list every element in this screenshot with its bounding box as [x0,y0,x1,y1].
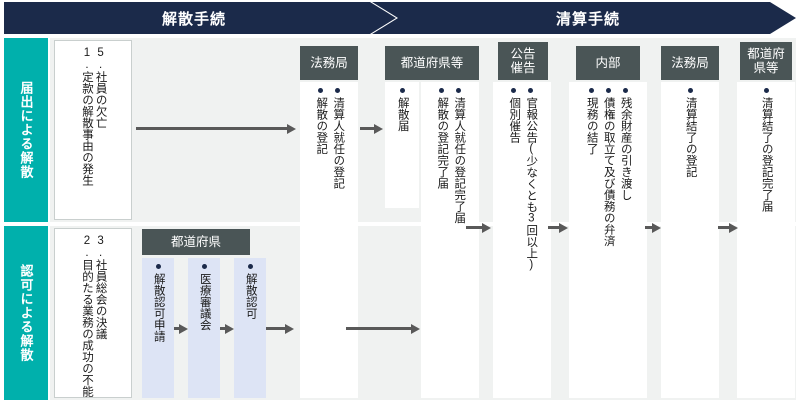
side-label-notification-dissolution-text: 届出による解散 [18,81,34,179]
agency-item-label: 解散届 [396,97,409,132]
agency-header-prefecture-etc-2-line1: 都道府 [747,47,785,61]
step-box-dissolution-approval[interactable]: 解散認可 [234,258,266,398]
agency-header-public-notice: 公告 催告 [498,42,548,80]
origin-cause-text: 2.目的たる業務の成功の不能 [81,235,93,397]
agency-header-legal-affairs-bureau-2: 法務局 [661,46,719,80]
arrow-legal-affairs-2-to-prefecture-2 [718,222,738,233]
origin-box-approval-causes: 3.社員総会の決議 2.目的たる業務の成功の不能 [54,228,132,398]
agency-column-legal-affairs-bureau-2[interactable]: 清算結了の登記 [661,82,719,398]
arrow-internal-to-legal-affairs-2 [645,222,661,233]
origin-cause-text: 1.定款の解散事由の発生 [81,47,93,186]
agency-column-legal-affairs-bureau-1[interactable]: 清算人就任の登記 解散の登記 [300,82,358,398]
bullet-icon [318,88,323,93]
side-label-approval-dissolution-text: 認可による解散 [18,264,34,362]
origin-box-notification-causes: 5.社員の欠亡 1.定款の解散事由の発生 [54,40,132,220]
agency-column-public-notice[interactable]: 官報公告(少なくとも3回以上) 個別催告 [493,82,551,398]
bullet-icon [335,88,340,93]
bullet-icon [456,88,461,93]
bullet-icon [201,264,207,269]
origin-cause-text: 3.社員総会の決議 [94,235,107,340]
agency-column-internal[interactable]: 残余財産の引き渡し 債権の取立て及び債務の弁済 現務の結了 [569,82,647,398]
agency-item-label: 清算結了の登記完了届 [760,97,773,212]
agency-column-prefecture-etc-1-b[interactable]: 清算人就任の登記完了届 解散の登記完了届 [421,82,479,398]
bullet-icon [247,264,253,269]
agency-header-prefecture-etc-2: 都道府 県等 [740,42,792,80]
agency-header-internal: 内部 [576,46,640,80]
phase-banner-liquidation: 清算手続 [372,2,796,34]
step-box-dissolution-approval-application[interactable]: 解散認可申請 [142,258,174,398]
arrow-origin-to-legal-affairs-1 [136,123,296,134]
bullet-icon [622,88,628,93]
agency-item-label: 債権の取立て及び債務の弁済 [602,97,615,247]
agency-item-label: 現務の結了 [585,97,598,155]
phase-banner-liquidation-label: 清算手続 [555,10,620,28]
bullet-icon [439,88,444,93]
agency-header-prefecture-etc-1-label: 都道府県等 [400,56,464,70]
bullet-icon [399,88,405,93]
agency-header-public-notice-line2: 催告 [510,61,536,75]
agency-item-label: 清算人就任の登記完了届 [453,97,466,224]
agency-header-prefecture: 都道府県 [142,229,250,255]
arrow-public-notice-to-internal [548,222,568,233]
bullet-icon [528,88,533,93]
phase-banner-dissolution-label: 解散手続 [161,10,226,28]
agency-header-legal-affairs-bureau-1: 法務局 [300,46,358,80]
phase-banner-dissolution: 解散手続 [4,2,396,34]
side-label-approval-dissolution: 認可による解散 [4,226,48,400]
bullet-icon [687,88,693,93]
agency-column-prefecture-etc-2[interactable]: 清算結了の登記完了届 [737,82,795,398]
bullet-icon [605,88,611,93]
agency-header-internal-label: 内部 [595,56,621,70]
agency-header-legal-affairs-bureau-1-label: 法務局 [310,56,348,70]
agency-header-prefecture-label: 都道府県 [170,235,221,249]
agency-column-prefecture-etc-1-a[interactable]: 解散届 [385,82,419,208]
bullet-icon [588,88,594,93]
arrow-application-to-council [174,323,188,334]
origin-cause-text: 5.社員の欠亡 [94,47,107,129]
agency-header-prefecture-etc-2-line2: 県等 [753,61,779,75]
agency-item-label: 解散の登記完了届 [436,97,449,189]
arrow-approval-to-legal-affairs-1 [266,323,294,334]
step-label: 解散認可 [244,273,257,319]
agency-item-label: 官報公告(少なくとも3回以上) [525,97,538,271]
agency-item-label: 清算結了の登記 [684,97,697,178]
arrow-council-to-approval [220,323,234,334]
agency-item-label: 解散の登記 [315,97,328,155]
bullet-icon [763,88,769,93]
arrow-legal-affairs-1-to-prefecture-1-lower [346,323,420,334]
agency-header-legal-affairs-bureau-2-label: 法務局 [671,56,709,70]
step-label: 解散認可申請 [152,273,165,342]
agency-header-prefecture-etc-1: 都道府県等 [385,46,479,80]
step-label: 医療審議会 [198,273,211,331]
agency-item-label: 個別催告 [508,97,521,143]
arrow-prefecture-1-to-public-notice [466,222,491,233]
agency-header-public-notice-line1: 公告 [510,47,536,61]
step-box-medical-council[interactable]: 医療審議会 [188,258,220,398]
bullet-icon [155,264,161,269]
side-label-notification-dissolution: 届出による解散 [4,38,48,222]
arrow-legal-affairs-1-to-prefecture-1 [360,123,383,134]
bullet-icon [511,88,516,93]
agency-item-label: 清算人就任の登記 [332,97,345,189]
agency-item-label: 残余財産の引き渡し [619,97,632,201]
